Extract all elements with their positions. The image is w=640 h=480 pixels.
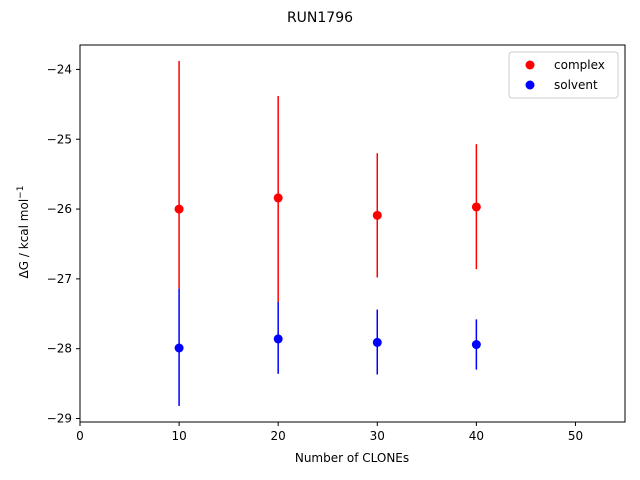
legend-marker-complex [525,60,535,70]
axes-frame [79,44,626,423]
x-tick-label-3: 30 [370,429,385,443]
data-point-solvent-2 [372,337,382,347]
y-axis-label-main: ΔG / kcal mol [17,199,31,279]
legend: complex solvent [508,51,619,99]
data-point-complex-2 [372,210,382,220]
y-tick-label-5: −24 [47,62,72,76]
x-tick-label-2: 20 [271,429,286,443]
y-tick-label-2: −27 [47,272,72,286]
chart-title: RUN1796 [287,10,353,26]
x-tick-label-1: 10 [171,429,186,443]
x-tick-label-4: 40 [469,429,484,443]
data-point-complex-1 [273,193,283,203]
axes: 0 10 20 30 40 50 −29 −28 −27 −26 −25 −24 [47,44,626,443]
legend-label-solvent: solvent [554,78,598,92]
plot-area [174,61,481,406]
x-axis-label: Number of CLONEs [295,451,409,465]
y-tick-label-1: −28 [47,342,72,356]
y-tick-label-0: −29 [47,412,72,426]
legend-marker-solvent [525,80,535,90]
legend-box [508,51,619,99]
x-tick-label-0: 0 [76,429,84,443]
y-tick-label-4: −25 [47,132,72,146]
data-point-complex-3 [471,202,481,212]
data-point-solvent-0 [174,343,184,353]
x-tick-label-5: 50 [568,429,583,443]
data-point-solvent-1 [273,334,283,344]
y-axis-label: ΔG / kcal mol−1 [16,186,31,279]
data-point-solvent-3 [471,340,481,350]
y-tick-label-3: −26 [47,202,72,216]
y-axis-label-superscript: −1 [16,186,26,199]
data-point-complex-0 [174,204,184,214]
legend-label-complex: complex [554,58,605,72]
